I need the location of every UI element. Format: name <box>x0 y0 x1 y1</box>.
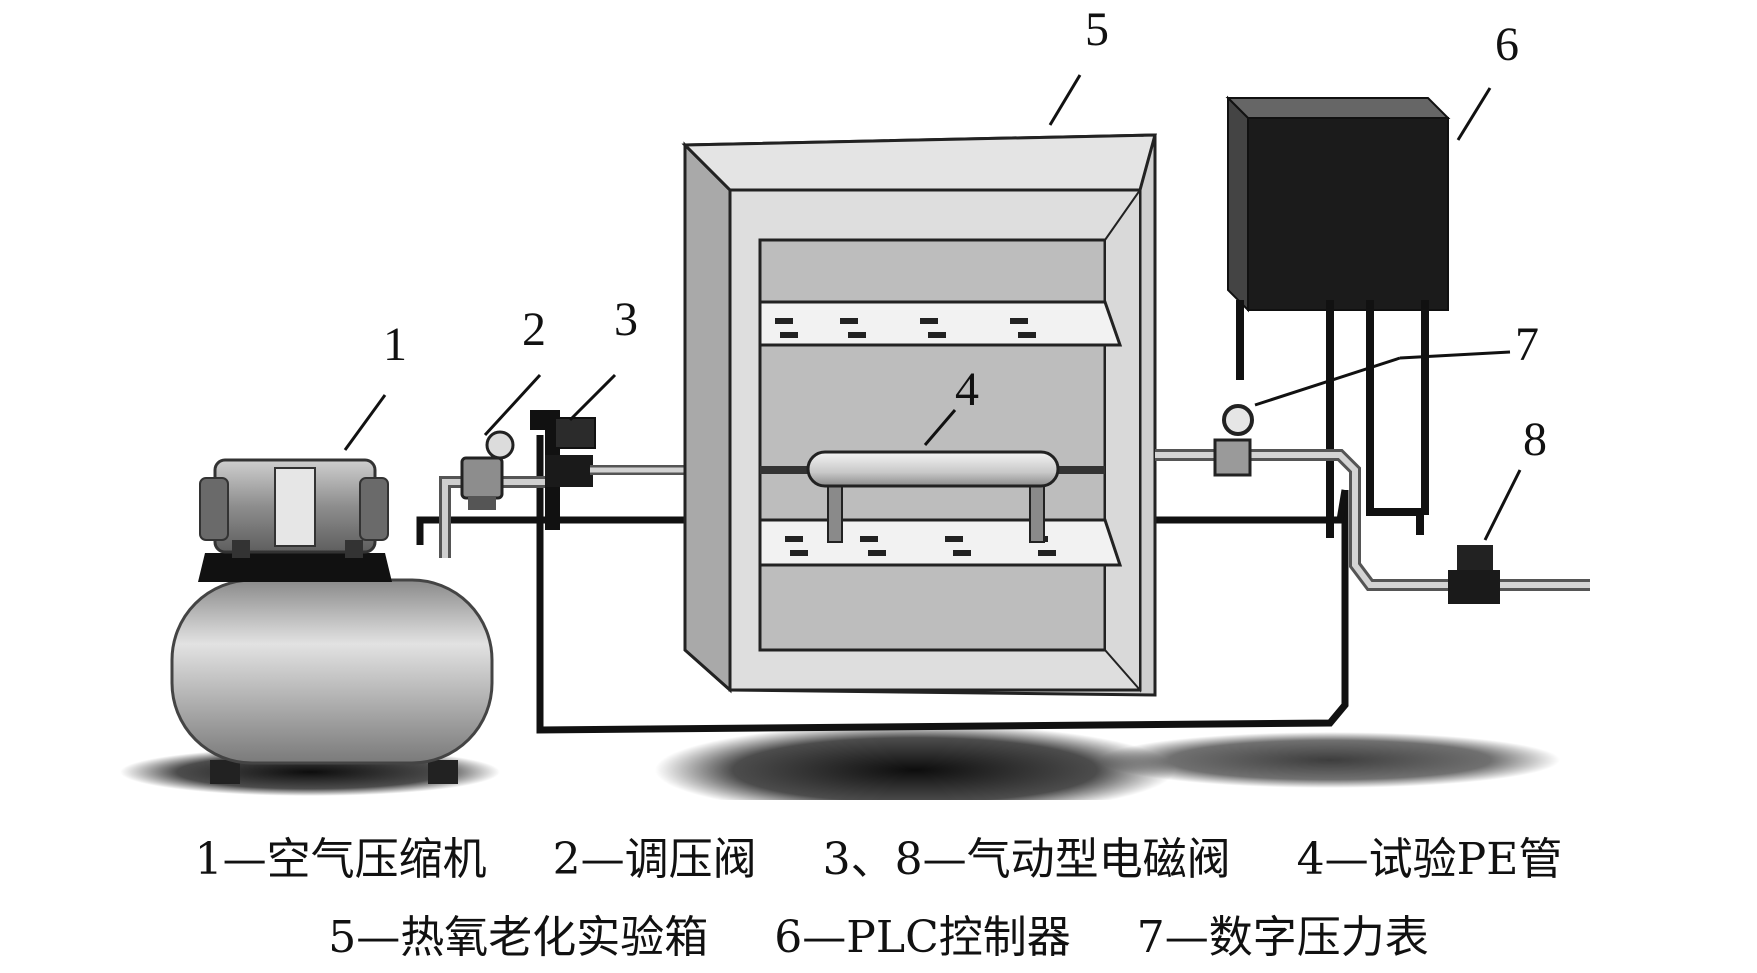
legend-item-plc: 6—PLC控制器 <box>774 912 1071 963</box>
plc-controller <box>1225 95 1451 313</box>
leader-lines <box>343 74 1522 541</box>
label-5: 5 <box>1085 3 1109 56</box>
legend-line-1: 1—空气压缩机 2—调压阀 3、8—气动型电磁阀 4—试验PE管 <box>0 838 1757 882</box>
label-4: 4 <box>955 363 979 416</box>
digital-pressure-gauge <box>1213 404 1254 477</box>
aging-test-chamber <box>681 133 1157 697</box>
test-pe-pipe <box>760 450 1105 543</box>
legend-item-aging-chamber: 5—热氧老化实验箱 <box>328 912 709 963</box>
pressure-regulating-valve <box>460 430 515 510</box>
control-cables <box>1236 300 1429 538</box>
test-setup-diagram: 1 2 3 4 5 6 7 8 <box>120 3 1590 800</box>
solenoid-valve-left <box>530 410 596 530</box>
label-2: 2 <box>522 303 546 356</box>
label-8: 8 <box>1523 413 1547 466</box>
label-1: 1 <box>383 318 407 371</box>
label-3: 3 <box>614 293 638 346</box>
return-pipe <box>416 435 1349 734</box>
legend-item-pe-pipe: 4—试验PE管 <box>1296 834 1563 885</box>
label-7: 7 <box>1515 318 1539 371</box>
legend-line-2: 5—热氧老化实验箱 6—PLC控制器 7—数字压力表 <box>0 916 1757 960</box>
legend-item-gauge: 7—数字压力表 <box>1136 912 1429 963</box>
feed-pipe <box>439 476 545 558</box>
legend-item-compressor: 1—空气压缩机 <box>194 834 487 885</box>
legend-item-regulator: 2—调压阀 <box>552 834 757 885</box>
solenoid-valve-right <box>1448 545 1500 604</box>
legend-item-solenoid-valves: 3、8—气动型电磁阀 <box>822 834 1231 885</box>
air-compressor <box>170 458 494 784</box>
label-6: 6 <box>1495 18 1519 71</box>
